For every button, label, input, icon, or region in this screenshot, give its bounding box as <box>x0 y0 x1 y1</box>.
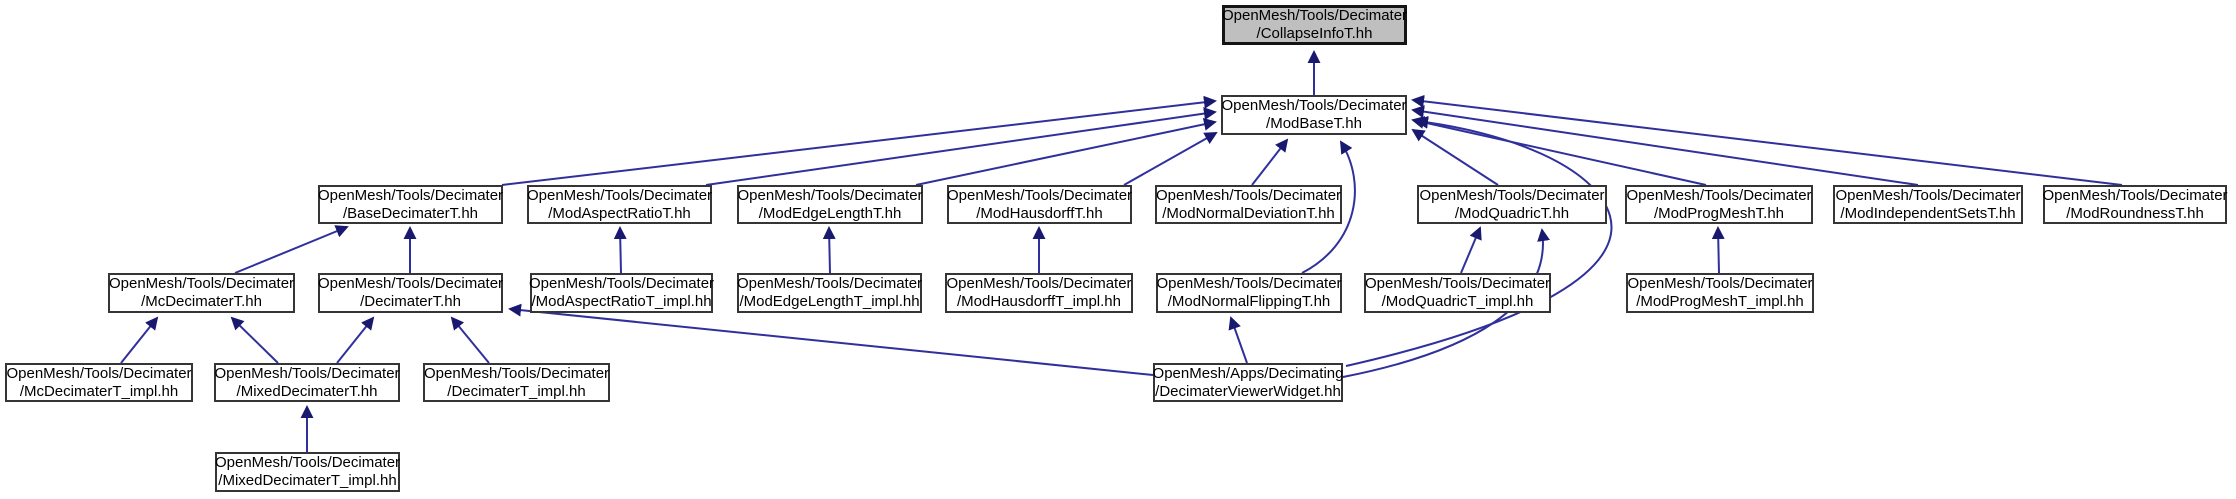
node-modindependentsetst[interactable]: OpenMesh/Tools/Decimater /ModIndependent… <box>1833 185 2023 224</box>
node-collapseinfot[interactable]: OpenMesh/Tools/Decimater /CollapseInfoT.… <box>1222 5 1407 45</box>
node-label-line1: OpenMesh/Tools/Decimater <box>214 364 400 382</box>
node-label-line2: /ModEdgeLengthT_impl.hh <box>739 293 920 310</box>
node-modprogmesht[interactable]: OpenMesh/Tools/Decimater /ModProgMeshT.h… <box>1625 185 1813 224</box>
edge-basedecimatert-to-modbaset <box>501 95 1217 186</box>
node-label-line1: OpenMesh/Tools/Decimater <box>1419 186 1605 204</box>
node-modnormaldeviationt[interactable]: OpenMesh/Tools/Decimater /ModNormalDevia… <box>1155 185 1342 224</box>
node-label-line1: OpenMesh/Tools/Decimater <box>6 364 192 382</box>
node-modhausdorfft[interactable]: OpenMesh/Tools/Decimater /ModHausdorffT.… <box>947 185 1132 224</box>
node-label-line1: OpenMesh/Tools/Decimater <box>1155 186 1342 204</box>
node-label-line2: /DecimaterT.hh <box>360 293 461 310</box>
edge-modindependentsetst-to-modbaset <box>1411 105 1919 186</box>
node-label-line1: OpenMesh/Tools/Decimater <box>1627 275 1813 292</box>
edge-modquadrict-to-modbaset <box>1411 128 1499 186</box>
node-label-line2: /ModEdgeLengthT.hh <box>758 204 902 222</box>
node-label-line2: /ModAspectRatioT_impl.hh <box>531 293 712 310</box>
node-label-line2: /ModHausdorffT.hh <box>976 204 1103 222</box>
node-decimaterviewerwidget[interactable]: OpenMesh/Apps/Decimating /DecimaterViewe… <box>1153 363 1343 402</box>
node-label-line2: /ModNormalDeviationT.hh <box>1162 204 1335 222</box>
edge-modedgelengtht-to-modbaset <box>915 117 1217 186</box>
edge-modroundnesst-to-modbaset <box>1411 94 2123 186</box>
node-modedgelengtht[interactable]: OpenMesh/Tools/Decimater /ModEdgeLengthT… <box>737 185 923 224</box>
node-label-line2: /ModQuadricT.hh <box>1454 204 1570 222</box>
node-label-line1: OpenMesh/Tools/Decimater <box>2042 186 2228 204</box>
node-label-line2: /BaseDecimaterT.hh <box>342 204 479 222</box>
node-label-line1: OpenMesh/Tools/Decimater <box>1156 275 1342 292</box>
node-label-line1: OpenMesh/Tools/Decimater <box>1221 97 1407 114</box>
node-label-line1: OpenMesh/Tools/Decimater <box>946 186 1133 204</box>
node-label-line2: /MixedDecimaterT.hh <box>236 382 378 400</box>
node-label-line2: /ModProgMeshT.hh <box>1653 204 1785 222</box>
edge-mixeddecimatert-to-decimatert <box>336 316 375 364</box>
node-mixeddecimatert[interactable]: OpenMesh/Tools/Decimater /MixedDecimater… <box>214 363 400 402</box>
node-label-line2: /McDecimaterT_impl.hh <box>19 382 179 400</box>
node-label-line1: OpenMesh/Tools/Decimater <box>317 186 504 204</box>
node-label-line1: OpenMesh/Tools/Decimater <box>108 275 295 292</box>
edge-modprogmesht_impl-to-modprogmesht <box>1711 226 1725 274</box>
edge-mcdecimatert_impl-to-mcdecimatert <box>120 316 159 364</box>
node-label-line1: OpenMesh/Tools/Decimater <box>737 186 923 204</box>
edge-modhausdorfft-to-modbaset <box>1123 132 1218 186</box>
edge-decimatert_impl-to-decimatert <box>450 316 490 364</box>
node-decimatert-impl[interactable]: OpenMesh/Tools/Decimater /DecimaterT_imp… <box>423 363 610 402</box>
node-label-line2: /DecimaterT_impl.hh <box>447 382 586 400</box>
node-label-line1: OpenMesh/Apps/Decimating <box>1152 364 1344 382</box>
edge-modprogmesht-to-modbaset <box>1411 116 1707 186</box>
node-label-line1: OpenMesh/Tools/Decimater <box>1221 7 1408 24</box>
edge-decimaterviewerwidget-to-decimatert <box>508 303 1154 376</box>
node-mcdecimatert[interactable]: OpenMesh/Tools/Decimater /McDecimaterT.h… <box>108 273 295 313</box>
node-modedgelengtht-impl[interactable]: OpenMesh/Tools/Decimater /ModEdgeLengthT… <box>737 273 922 313</box>
node-label-line2: /MixedDecimaterT_impl.hh <box>218 472 397 489</box>
node-mixeddecimatert-impl[interactable]: OpenMesh/Tools/Decimater /MixedDecimater… <box>215 452 400 492</box>
node-modbaset[interactable]: OpenMesh/Tools/Decimater /ModBaseT.hh <box>1221 95 1407 135</box>
node-mcdecimatert-impl[interactable]: OpenMesh/Tools/Decimater /McDecimaterT_i… <box>5 363 193 402</box>
edge-modaspectratiot-to-modbaset <box>705 107 1217 186</box>
node-label-line1: OpenMesh/Tools/Decimater <box>317 275 504 292</box>
node-label-line2: /CollapseInfoT.hh <box>1256 25 1373 42</box>
edge-mcdecimatert-to-basedecimatert <box>234 225 349 274</box>
node-label-line1: OpenMesh/Tools/Decimater <box>946 275 1132 292</box>
node-modaspectratiot-impl[interactable]: OpenMesh/Tools/Decimater /ModAspectRatio… <box>528 273 715 313</box>
edge-modaspectratiot_impl-to-modaspectratiot <box>613 226 627 274</box>
node-modroundnesst[interactable]: OpenMesh/Tools/Decimater /ModRoundnessT.… <box>2042 185 2228 224</box>
node-label-line1: OpenMesh/Tools/Decimater <box>736 275 923 292</box>
edge-modnormalflippingt-to-modbaset <box>1301 140 1356 274</box>
node-label-line1: OpenMesh/Tools/Decimater <box>214 454 401 471</box>
node-modhausdorfft-impl[interactable]: OpenMesh/Tools/Decimater /ModHausdorffT_… <box>945 273 1133 313</box>
node-label-line1: OpenMesh/Tools/Decimater <box>423 364 610 382</box>
edge-modnormaldeviationt-to-modbaset <box>1251 138 1289 186</box>
node-label-line2: /DecimaterViewerWidget.hh <box>1155 382 1341 400</box>
node-label-line1: OpenMesh/Tools/Decimater <box>528 275 715 292</box>
node-label-line2: /ModBaseT.hh <box>1266 115 1362 132</box>
node-modprogmesht-impl[interactable]: OpenMesh/Tools/Decimater /ModProgMeshT_i… <box>1626 273 1814 313</box>
node-label-line1: OpenMesh/Tools/Decimater <box>1835 186 2021 204</box>
node-label-line1: OpenMesh/Tools/Decimater <box>1626 186 1812 204</box>
node-label-line2: /ModNormalFlippingT.hh <box>1167 293 1331 310</box>
node-modquadrict[interactable]: OpenMesh/Tools/Decimater /ModQuadricT.hh <box>1417 185 1607 224</box>
edge-decimaterviewerwidget-to-modnormalflippingt <box>1228 316 1248 364</box>
node-label-line2: /ModIndependentSetsT.hh <box>1840 204 2016 222</box>
node-label-line2: /ModHausdorffT_impl.hh <box>957 293 1121 310</box>
node-modquadrict-impl[interactable]: OpenMesh/Tools/Decimater /ModQuadricT_im… <box>1364 273 1551 313</box>
node-label-line2: /ModRoundnessT.hh <box>2066 204 2204 222</box>
node-label-line1: OpenMesh/Tools/Decimater <box>1364 275 1551 292</box>
node-label-line2: /ModQuadricT_impl.hh <box>1381 293 1534 310</box>
node-label-line2: /ModAspectRatioT.hh <box>548 204 691 222</box>
node-modaspectratiot[interactable]: OpenMesh/Tools/Decimater /ModAspectRatio… <box>527 185 712 224</box>
edge-modquadrict_impl-to-modquadrict <box>1460 226 1482 274</box>
node-basedecimatert[interactable]: OpenMesh/Tools/Decimater /BaseDecimaterT… <box>318 185 503 224</box>
edge-decimaterviewerwidget-to-modquadrict <box>1342 228 1551 378</box>
edge-mixeddecimatert-to-mcdecimatert <box>230 316 279 364</box>
node-decimatert[interactable]: OpenMesh/Tools/Decimater /DecimaterT.hh <box>318 273 503 313</box>
node-label-line2: /McDecimaterT.hh <box>141 293 262 310</box>
node-modnormalflippingt[interactable]: OpenMesh/Tools/Decimater /ModNormalFlipp… <box>1156 273 1342 313</box>
edge-modedgelengtht_impl-to-modedgelengtht <box>822 226 836 274</box>
node-label-line1: OpenMesh/Tools/Decimater <box>526 186 713 204</box>
edge-decimaterviewerwidget-to-modbaset <box>1345 115 1613 367</box>
node-label-line2: /ModProgMeshT_impl.hh <box>1636 293 1804 310</box>
